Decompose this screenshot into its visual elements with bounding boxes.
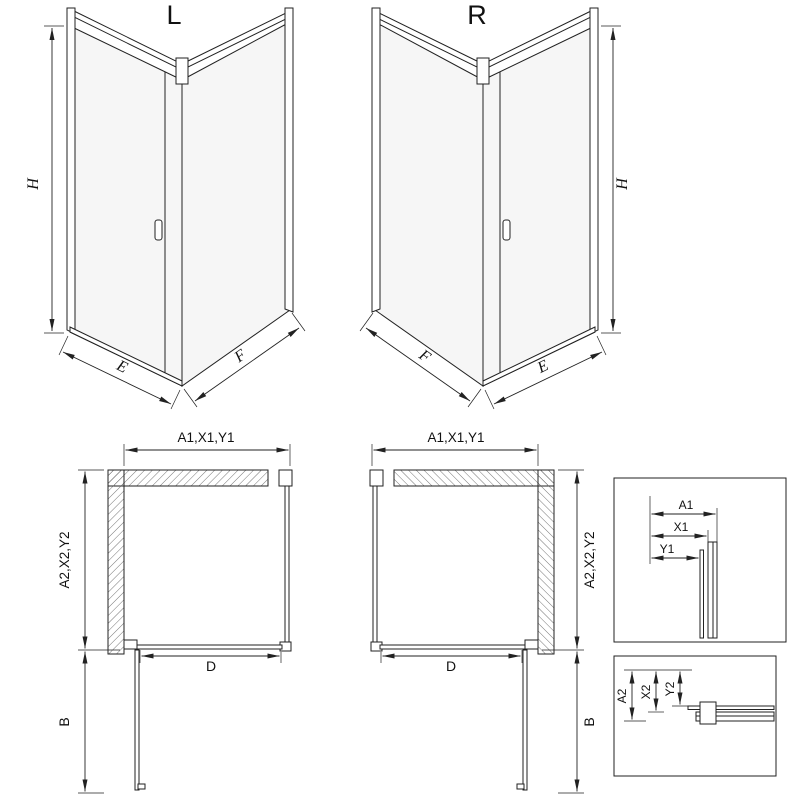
variant-label-right: R [467, 0, 487, 30]
dim-label-x2: X2 [639, 684, 653, 699]
iso-view-right: R H F E [360, 0, 631, 409]
dim-label-plan-width-left: A1,X1,Y1 [177, 430, 234, 445]
dim-label-door-width-left: E [113, 357, 130, 377]
iso-view-left: L H E F [25, 0, 305, 409]
dim-label-entry-left: B [56, 717, 72, 726]
dim-label-plan-depth-left: A2,X2,Y2 [57, 531, 72, 588]
dim-label-a1: A1 [679, 498, 694, 512]
variant-label-left: L [166, 0, 181, 30]
dim-label-plan-depth-right: A2,X2,Y2 [582, 531, 597, 588]
detail-box-depth-adjustment: A2 X2 Y2 [613, 655, 777, 777]
dim-label-y1: Y1 [660, 542, 675, 556]
dim-label-height-left: H [25, 177, 42, 191]
iso-left-cabin-drawing [44, 8, 305, 409]
plan-view-left: A1,X1,Y1 A2,X2,Y2 D B [56, 430, 292, 793]
plan-left-cabin-drawing [78, 444, 292, 793]
glass-panel-section-horizontal [687, 705, 775, 710]
plan-right-cabin-drawing [370, 444, 584, 793]
profile-bracket-section [699, 701, 717, 725]
dim-label-door-width-right: E [534, 357, 551, 377]
dim-label-door-opening-left: D [206, 658, 216, 674]
dim-label-x1: X1 [674, 520, 689, 534]
plan-view-right: A1,X1,Y1 A2,X2,Y2 D B [370, 430, 597, 793]
iso-right-cabin-drawing [360, 8, 621, 409]
detail-box-width-adjustment: A1 X1 Y1 [613, 477, 787, 643]
dim-label-a2: A2 [615, 688, 629, 703]
dim-label-height-right: H [614, 177, 631, 191]
dim-label-plan-width-right: A1,X1,Y1 [427, 430, 484, 445]
dim-label-y2: Y2 [663, 681, 677, 696]
dim-label-entry-right: B [581, 717, 597, 726]
dim-label-door-opening-right: D [446, 658, 456, 674]
glass-panel-section-vertical [699, 549, 704, 639]
